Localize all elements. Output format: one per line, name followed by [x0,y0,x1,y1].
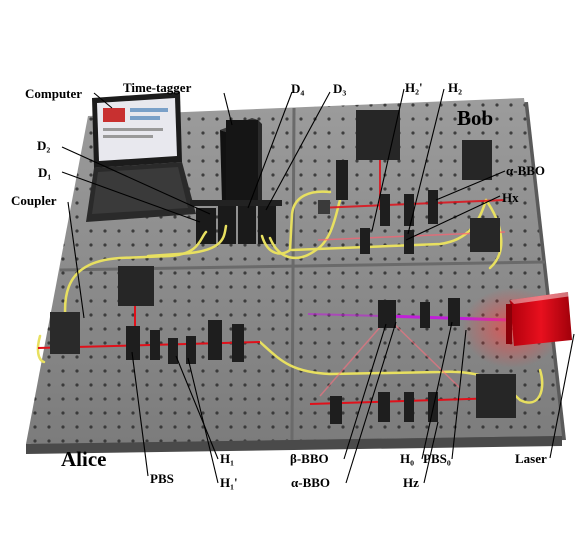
label-bob: Bob [457,106,493,130]
leader-lines [61,88,575,484]
label-coupler: Coupler [11,193,57,208]
label-alice: Alice [61,447,106,471]
label-hz: Hz [403,475,419,490]
label-pbs0: PBS₀ [423,451,451,466]
label-d4: D₄ [291,81,304,96]
label-d2: D₂ [37,138,50,153]
label-pbs: PBS [150,471,174,486]
optical-mounts [50,110,516,424]
label-laser: Laser [515,451,547,466]
label-beta-bbo: β-BBO [290,451,329,466]
label-time-tagger: Time-tagger [123,80,192,95]
label-h0: H₀ [400,451,414,466]
label-alpha-bbo-bottom: α-BBO [291,475,330,490]
box-icon [220,118,262,204]
label-h1-prime: H₁' [220,475,238,490]
laptop-icon [86,92,196,222]
label-d3: D₃ [333,81,346,96]
label-h2: H₂ [448,80,462,95]
label-d1: D₁ [38,165,51,180]
label-computer: Computer [25,86,82,101]
label-h1: H₁ [220,451,234,466]
label-alpha-bbo-top: α-BBO [506,163,545,178]
label-h2-prime: H₂' [405,80,423,95]
detector-icon [190,200,282,244]
label-hx: Hx [502,190,519,205]
laser-icon [462,288,572,368]
